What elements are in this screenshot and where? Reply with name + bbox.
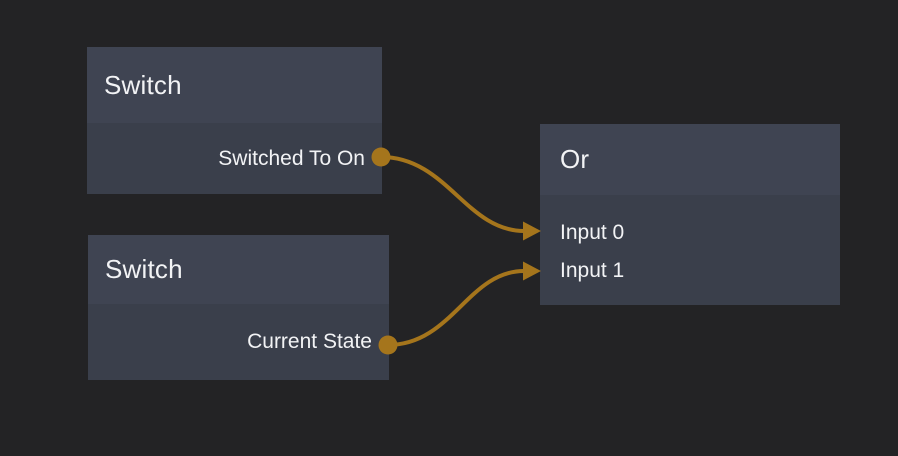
node-title: Or: [560, 144, 590, 174]
output-port-label: Switched To On: [218, 146, 365, 170]
node-body: Current State: [88, 304, 389, 380]
arrowhead-icon: [523, 221, 541, 241]
input-port-row: Input 1: [540, 252, 840, 290]
node-header[interactable]: Switch: [87, 47, 382, 123]
wire-switched-to-on-to-input-0[interactable]: [380, 155, 525, 233]
node-body: Input 0 Input 1: [540, 195, 840, 305]
node-body: Switched To On: [87, 123, 382, 194]
node-title: Switch: [105, 254, 183, 284]
output-port-row: Current State: [88, 304, 389, 380]
input-port-row: Input 0: [540, 214, 840, 252]
node-header[interactable]: Switch: [88, 235, 389, 304]
input-port-label: Input 0: [560, 221, 625, 244]
node-switch-2[interactable]: Switch Current State: [88, 235, 389, 380]
node-title: Switch: [104, 69, 182, 100]
node-header[interactable]: Or: [540, 124, 840, 195]
arrowhead-icon: [523, 261, 541, 281]
output-port-row: Switched To On: [87, 123, 382, 194]
node-or[interactable]: Or Input 0 Input 1: [540, 124, 840, 305]
output-port-label: Current State: [247, 330, 372, 353]
wire-current-state-to-input-1[interactable]: [387, 269, 525, 347]
node-switch-1[interactable]: Switch Switched To On: [87, 47, 382, 194]
input-port-label: Input 1: [560, 259, 625, 282]
